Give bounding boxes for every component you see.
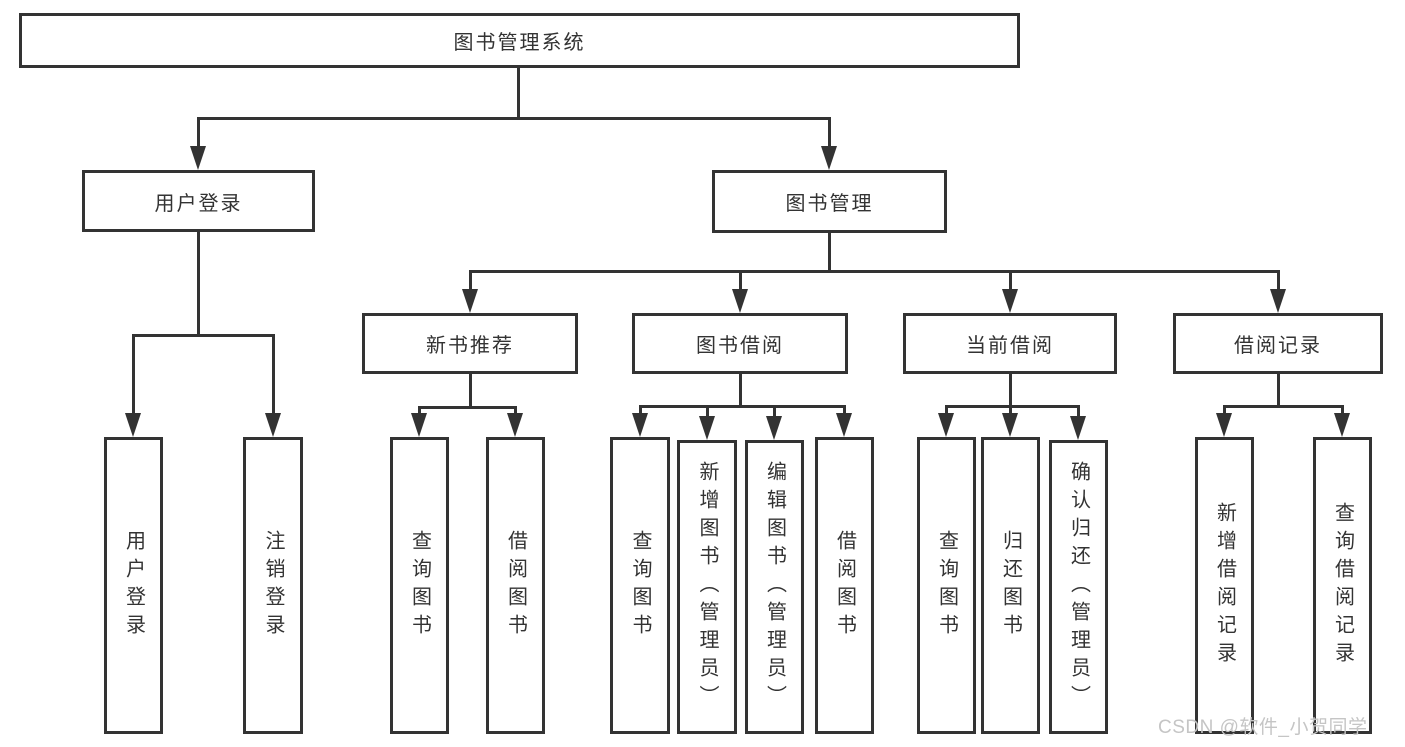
node-borrowing-records: 借阅记录 <box>1173 313 1383 374</box>
edge-line <box>945 405 948 415</box>
arrowhead-down-icon <box>836 413 852 437</box>
arrowhead-down-icon <box>1002 289 1018 313</box>
edge-line <box>132 334 135 414</box>
node-return-books: 归还图书 <box>981 437 1040 734</box>
node-query-books-borrow: 查询图书 <box>610 437 670 734</box>
edge-line <box>197 117 200 149</box>
edge-line <box>469 270 472 292</box>
edge-line <box>1009 405 1012 415</box>
node-query-books-current: 查询图书 <box>917 437 976 734</box>
edge-line <box>639 405 642 415</box>
node-add-borrow-record: 新增借阅记录 <box>1195 437 1254 734</box>
edge-line <box>828 117 831 149</box>
arrowhead-down-icon <box>1270 289 1286 313</box>
node-edit-books-admin: 编辑图书（管理员） <box>745 440 804 734</box>
arrowhead-down-icon <box>938 413 954 437</box>
node-user-login-leaf: 用户登录 <box>104 437 163 734</box>
edge-line <box>639 405 846 408</box>
edge-line <box>517 68 520 120</box>
edge-line <box>1223 405 1344 408</box>
edge-line <box>773 405 776 417</box>
arrowhead-down-icon <box>766 416 782 440</box>
arrowhead-down-icon <box>1070 416 1086 440</box>
arrowhead-down-icon <box>411 413 427 437</box>
arrowhead-down-icon <box>1334 413 1350 437</box>
node-logout-login-leaf: 注销登录 <box>243 437 303 734</box>
arrowhead-down-icon <box>265 413 281 437</box>
arrowhead-down-icon <box>507 413 523 437</box>
arrowhead-down-icon <box>699 416 715 440</box>
node-query-borrow-record: 查询借阅记录 <box>1313 437 1372 734</box>
edge-line <box>469 270 1279 273</box>
node-add-books-admin: 新增图书（管理员） <box>677 440 737 734</box>
edge-line <box>1077 405 1080 417</box>
edge-line <box>1009 270 1012 292</box>
edge-line <box>1341 405 1344 415</box>
arrowhead-down-icon <box>1216 413 1232 437</box>
edge-line <box>843 405 846 415</box>
edge-line <box>418 406 517 409</box>
edge-line <box>1277 270 1280 292</box>
edge-line <box>132 334 275 337</box>
edge-line <box>1277 374 1280 408</box>
node-confirm-return-admin: 确认归还（管理员） <box>1049 440 1108 734</box>
edge-line <box>945 405 1080 408</box>
node-book-management: 图书管理 <box>712 170 947 233</box>
arrowhead-down-icon <box>125 413 141 437</box>
edge-line <box>739 374 742 408</box>
arrowhead-down-icon <box>190 146 206 170</box>
watermark: CSDN @软件_小贺同学 <box>1158 717 1368 738</box>
node-user-login: 用户登录 <box>82 170 315 232</box>
arrowhead-down-icon <box>821 146 837 170</box>
arrowhead-down-icon <box>1002 413 1018 437</box>
edge-line <box>418 406 421 416</box>
edge-line <box>197 117 831 120</box>
arrowhead-down-icon <box>732 289 748 313</box>
edge-line <box>739 270 742 292</box>
edge-line <box>1009 374 1012 408</box>
node-current-borrowing: 当前借阅 <box>903 313 1117 374</box>
edge-line <box>469 374 472 409</box>
edge-line <box>514 406 517 416</box>
edge-line <box>828 233 831 273</box>
arrowhead-down-icon <box>462 289 478 313</box>
node-new-book-recommendation: 新书推荐 <box>362 313 578 374</box>
edge-line <box>272 334 275 414</box>
edge-line <box>706 405 709 417</box>
node-library-management-system: 图书管理系统 <box>19 13 1020 68</box>
node-borrow-books-leaf: 借阅图书 <box>815 437 874 734</box>
edge-line <box>1223 405 1226 415</box>
arrowhead-down-icon <box>632 413 648 437</box>
node-book-borrowing: 图书借阅 <box>632 313 848 374</box>
edge-line <box>197 232 200 337</box>
node-query-books-recommend: 查询图书 <box>390 437 449 734</box>
node-borrow-books-recommend: 借阅图书 <box>486 437 545 734</box>
